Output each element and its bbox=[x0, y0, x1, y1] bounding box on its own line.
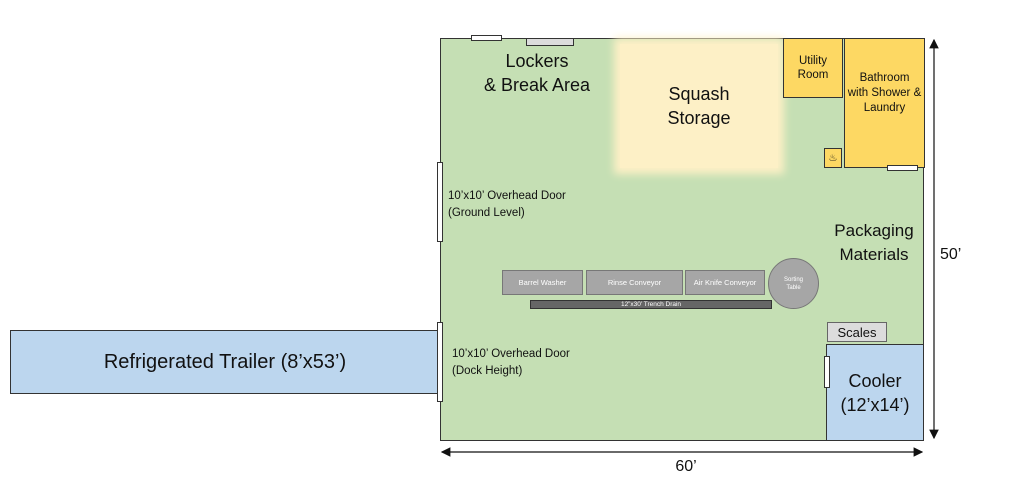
cooler-label: Cooler (12’x14’) bbox=[840, 370, 910, 415]
rinse-conveyor: Rinse Conveyor bbox=[586, 270, 683, 295]
cooler: Cooler (12’x14’) bbox=[826, 344, 924, 441]
top-door-left bbox=[471, 35, 502, 41]
air-knife-conveyor: Air Knife Conveyor bbox=[685, 270, 765, 295]
rinse-conveyor-label: Rinse Conveyor bbox=[607, 278, 662, 287]
utility-room: Utility Room bbox=[783, 38, 843, 98]
sorting-table-label: Sorting Table bbox=[783, 276, 803, 291]
trench-drain-label: 12”x30’ Trench Drain bbox=[620, 301, 682, 308]
overhead-door-dock bbox=[437, 322, 443, 402]
bathroom: Bathroom with Shower & Laundry bbox=[844, 38, 925, 168]
lockers-label: Lockers & Break Area bbox=[483, 51, 591, 95]
sorting-table: Sorting Table bbox=[768, 258, 819, 309]
top-door-right bbox=[526, 38, 574, 46]
squash-storage: Squash Storage bbox=[620, 44, 778, 168]
bathroom-label: Bathroom with Shower & Laundry bbox=[847, 71, 922, 114]
height-dimension-label: 50’ bbox=[940, 246, 962, 263]
trench-drain: 12”x30’ Trench Drain bbox=[530, 300, 772, 309]
width-dimension-label: 60’ bbox=[675, 458, 697, 475]
barrel-washer: Barrel Washer bbox=[502, 270, 583, 295]
utility-room-label: Utility Room bbox=[797, 55, 829, 81]
trailer-label: Refrigerated Trailer (8’x53’) bbox=[103, 350, 347, 373]
person-washing-icon: ♨ bbox=[824, 148, 842, 168]
ground-door-label: 10’x10’ Overhead Door (Ground Level) bbox=[448, 190, 566, 219]
barrel-washer-label: Barrel Washer bbox=[518, 278, 567, 287]
overhead-door-ground bbox=[437, 162, 443, 242]
dock-door-label: 10’x10’ Overhead Door (Dock Height) bbox=[452, 348, 570, 377]
bathroom-door bbox=[887, 165, 918, 171]
refrigerated-trailer: Refrigerated Trailer (8’x53’) bbox=[10, 330, 440, 394]
scales-label: Scales bbox=[837, 324, 877, 340]
air-knife-conveyor-label: Air Knife Conveyor bbox=[693, 278, 757, 287]
squash-storage-label: Squash Storage bbox=[667, 84, 731, 128]
scales: Scales bbox=[827, 322, 887, 342]
packaging-materials-label: Packaging Materials bbox=[834, 221, 914, 264]
cooler-door bbox=[824, 356, 830, 388]
